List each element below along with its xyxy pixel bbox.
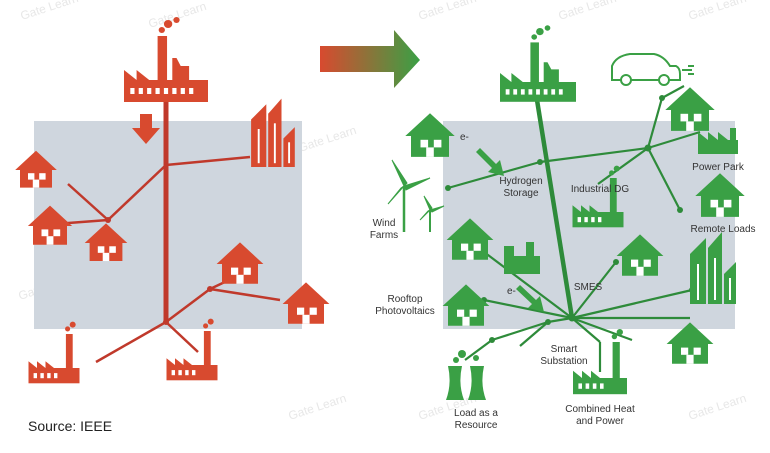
cooling-tower-icon [446, 350, 486, 400]
legacy-grid-lines [41, 98, 281, 364]
hydrogen-storage-label: Hydrogen Storage [499, 176, 543, 199]
electron-flow-arrow-icon [516, 285, 544, 312]
storage-block-icon [504, 242, 540, 274]
smart-substation-label: Smart Substation [540, 344, 588, 367]
watermark-text: Gate Learn [557, 0, 618, 23]
smes-label: SMES [573, 282, 603, 293]
electron-label: e- [460, 132, 469, 143]
electric-car-icon [611, 53, 694, 86]
industrial-dg-label: Industrial DG [570, 184, 630, 195]
house-icon [665, 87, 715, 131]
rooftop-photovoltaics-label: Rooftop Photovoltaics [375, 294, 435, 317]
wind-turbine-icon [387, 159, 445, 232]
power-park-factory-icon [698, 128, 738, 154]
central-power-plant-factory-icon [500, 25, 576, 102]
electron-label: e- [507, 286, 516, 297]
house-icon [405, 113, 455, 157]
transition-arrow-icon [320, 30, 420, 88]
watermark-text: Gate Learn [417, 0, 478, 23]
watermark-text: Gate Learn [19, 0, 80, 23]
wind-farms-label: Wind Farms [369, 218, 399, 241]
watermark-text: Gate Learn [687, 0, 748, 23]
watermark-text: Gate Learn [287, 391, 348, 423]
source-caption: Source: IEEE [28, 418, 113, 434]
legacy-grid-nodes [105, 217, 213, 325]
smart-grid-lines [447, 85, 701, 372]
electron-flow-arrow-icon [476, 148, 504, 176]
load-as-resource-label: Load as a Resource [454, 408, 498, 431]
central-power-plant-factory-icon [124, 17, 208, 102]
flow-down-arrow-icon [132, 114, 160, 144]
watermark-text: Gate Learn [147, 0, 208, 31]
watermark-text: Gate Learn [687, 391, 748, 423]
combined-heat-power-label: Combined Heat and Power [565, 404, 635, 427]
power-park-label: Power Park [692, 162, 744, 173]
remote-loads-label: Remote Loads [690, 224, 756, 235]
factory-icon [28, 321, 80, 384]
watermark-text: Gate Learn [297, 123, 358, 155]
